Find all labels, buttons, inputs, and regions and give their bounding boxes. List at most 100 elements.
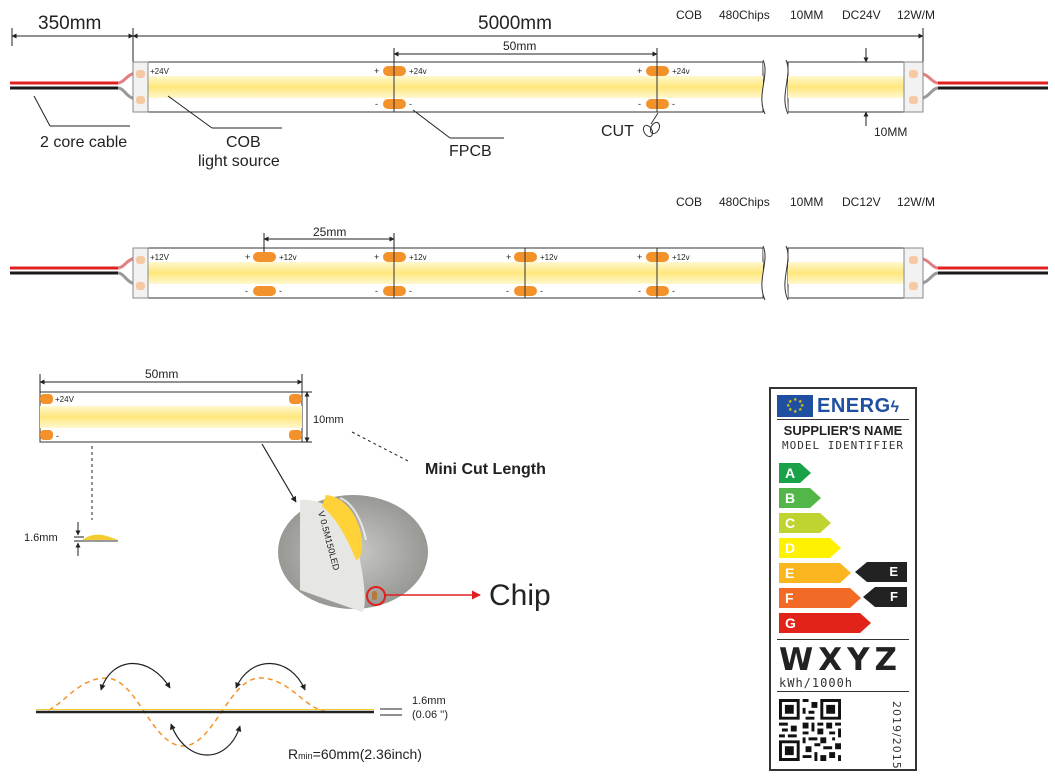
qr-code-icon: [779, 699, 841, 761]
cut-label: CUT: [601, 123, 634, 140]
solder-pad-group: + +24v - -: [374, 62, 427, 112]
bend-arrow-icon: [235, 663, 306, 691]
pad-voltage-label: +12v: [409, 253, 427, 262]
pad-voltage-label: +24v: [672, 67, 690, 76]
thickness-label: 1.6mm: [24, 532, 58, 544]
energy-class-bar-e: E: [779, 563, 851, 583]
pad-minus: -: [506, 286, 509, 296]
solder-pad-group: + +12v - -: [245, 252, 297, 296]
mini-cut-section: 50mm +24V - 10mm Mini Cut Length: [24, 367, 546, 556]
bend-arrow-icon: [99, 663, 171, 691]
pad-plus: +: [506, 252, 511, 262]
spec-chips: 480Chips: [719, 8, 770, 22]
radius-prefix: R: [288, 746, 298, 762]
energy-class-letter: F: [785, 590, 794, 606]
spec-chips: 480Chips: [719, 195, 770, 209]
model-identifier: MODEL IDENTIFIER: [782, 439, 904, 452]
strip-12v: COB 480Chips 10MM DC12V 12W/M: [10, 195, 1048, 301]
spec-power: 12W/M: [897, 195, 935, 209]
eu-flag-icon: ★★★ ★★★ ★★: [777, 395, 813, 417]
callout-fpcb: FPCB: [412, 109, 504, 160]
energy-class-bar-a: A: [779, 463, 811, 483]
chip-highlight: [366, 586, 386, 606]
pad-minus: -: [375, 99, 378, 109]
callout-cable: 2 core cable: [33, 95, 130, 151]
bend-thickness-mm: 1.6mm: [412, 695, 446, 707]
strip-body-24v: +24V: [132, 59, 924, 115]
divider: [777, 639, 909, 640]
width-label: 10MM: [874, 125, 907, 139]
divider: [777, 419, 909, 420]
spec-voltage: DC24V: [842, 8, 881, 22]
supplier-name: SUPPLIER'S NAME: [783, 423, 903, 438]
strip-body-12v: +12V: [132, 245, 924, 301]
mini-pad-plus-label: +24V: [55, 395, 75, 404]
chip-photo: V 0.5M150LED Chip: [278, 495, 551, 612]
pad-plus: +: [637, 66, 642, 76]
segment-spacing-label: 25mm: [313, 225, 346, 239]
thickness-profile: 1.6mm: [24, 522, 118, 556]
solder-pad-group-cut: + +24v - -: [637, 62, 690, 112]
pad-minus: -: [672, 286, 675, 296]
mini-cut-title: Mini Cut Length: [425, 461, 546, 478]
energy-header: ★★★ ★★★ ★★ ENERGϟ: [777, 395, 909, 419]
fpcb-label: FPCB: [449, 143, 492, 160]
pad-voltage-label: +12v: [540, 253, 558, 262]
solder-pad-group: + +12v - -: [506, 248, 558, 298]
pad-voltage-label: +24v: [409, 67, 427, 76]
energy-class-letter: G: [785, 615, 796, 631]
segment-spacing-label: 50mm: [503, 39, 536, 53]
energy-unit: kWh/1000h: [779, 676, 854, 690]
radius-value: =60mm(2.36inch): [313, 746, 422, 762]
pad-plus: +: [374, 252, 379, 262]
cob-label: COB: [226, 134, 261, 151]
pcb-voltage-label: +24V: [150, 67, 170, 76]
callout-cob: COB light source: [167, 95, 282, 170]
pad-voltage-label: +12v: [279, 253, 297, 262]
pcb-voltage-label: +12V: [150, 253, 170, 262]
spec-line-12v: COB 480Chips 10MM DC12V 12W/M: [676, 195, 935, 209]
energy-class-tag-bottom: F: [863, 587, 907, 607]
regulation-year: 2019/2015: [890, 701, 903, 770]
cable-label: 2 core cable: [40, 134, 127, 151]
callout-cut: CUT: [601, 112, 661, 140]
pad-minus: -: [409, 286, 412, 296]
energy-class-letter: E: [785, 565, 795, 581]
pad-minus: -: [638, 286, 641, 296]
energy-class-bar-g: G: [779, 613, 871, 633]
radius-sub: min: [298, 751, 313, 761]
total-length-dimension: 5000mm: [132, 13, 924, 62]
pad-minus: -: [672, 99, 675, 109]
strip-24v: 350mm 5000mm COB 480Chips 10MM DC24V 12W…: [10, 8, 1048, 170]
energy-class-tag-top: E: [855, 562, 907, 582]
wires-left: [10, 256, 136, 286]
energy-value: WXYZ: [779, 642, 903, 678]
pad-plus: +: [637, 252, 642, 262]
energy-word: ENERGϟ: [817, 395, 900, 418]
energy-class-letter: A: [785, 465, 796, 481]
spec-type: COB: [676, 8, 702, 22]
energy-label: ★★★ ★★★ ★★ ENERGϟ SUPPLIER'S NAME MODEL …: [769, 387, 917, 771]
pad-minus: -: [279, 286, 282, 296]
pad-voltage-label: +12v: [672, 253, 690, 262]
lead-length-dimension: 350mm: [11, 13, 134, 46]
chip-label: Chip: [489, 579, 551, 612]
lead-length-label: 350mm: [38, 13, 101, 34]
solder-pad-group: + +12v - -: [374, 248, 427, 298]
width-dimension: 10MM: [863, 48, 907, 139]
scissors-icon: [642, 112, 661, 138]
mini-width-dimension: 10mm: [302, 391, 344, 443]
solder-pad-group: + +12v - -: [637, 248, 690, 298]
energy-class-letter: C: [785, 515, 796, 531]
mini-strip: +24V -: [39, 391, 303, 443]
energy-class-bar-c: C: [779, 513, 831, 533]
spec-type: COB: [676, 195, 702, 209]
spec-width: 10MM: [790, 195, 823, 209]
energy-class-letter: D: [785, 540, 796, 556]
energy-word-text: ENERG: [817, 395, 891, 417]
pad-plus: +: [374, 66, 379, 76]
pad-minus: -: [409, 99, 412, 109]
spec-line-24v: COB 480Chips 10MM DC24V 12W/M: [676, 8, 935, 22]
spec-voltage: DC12V: [842, 195, 881, 209]
